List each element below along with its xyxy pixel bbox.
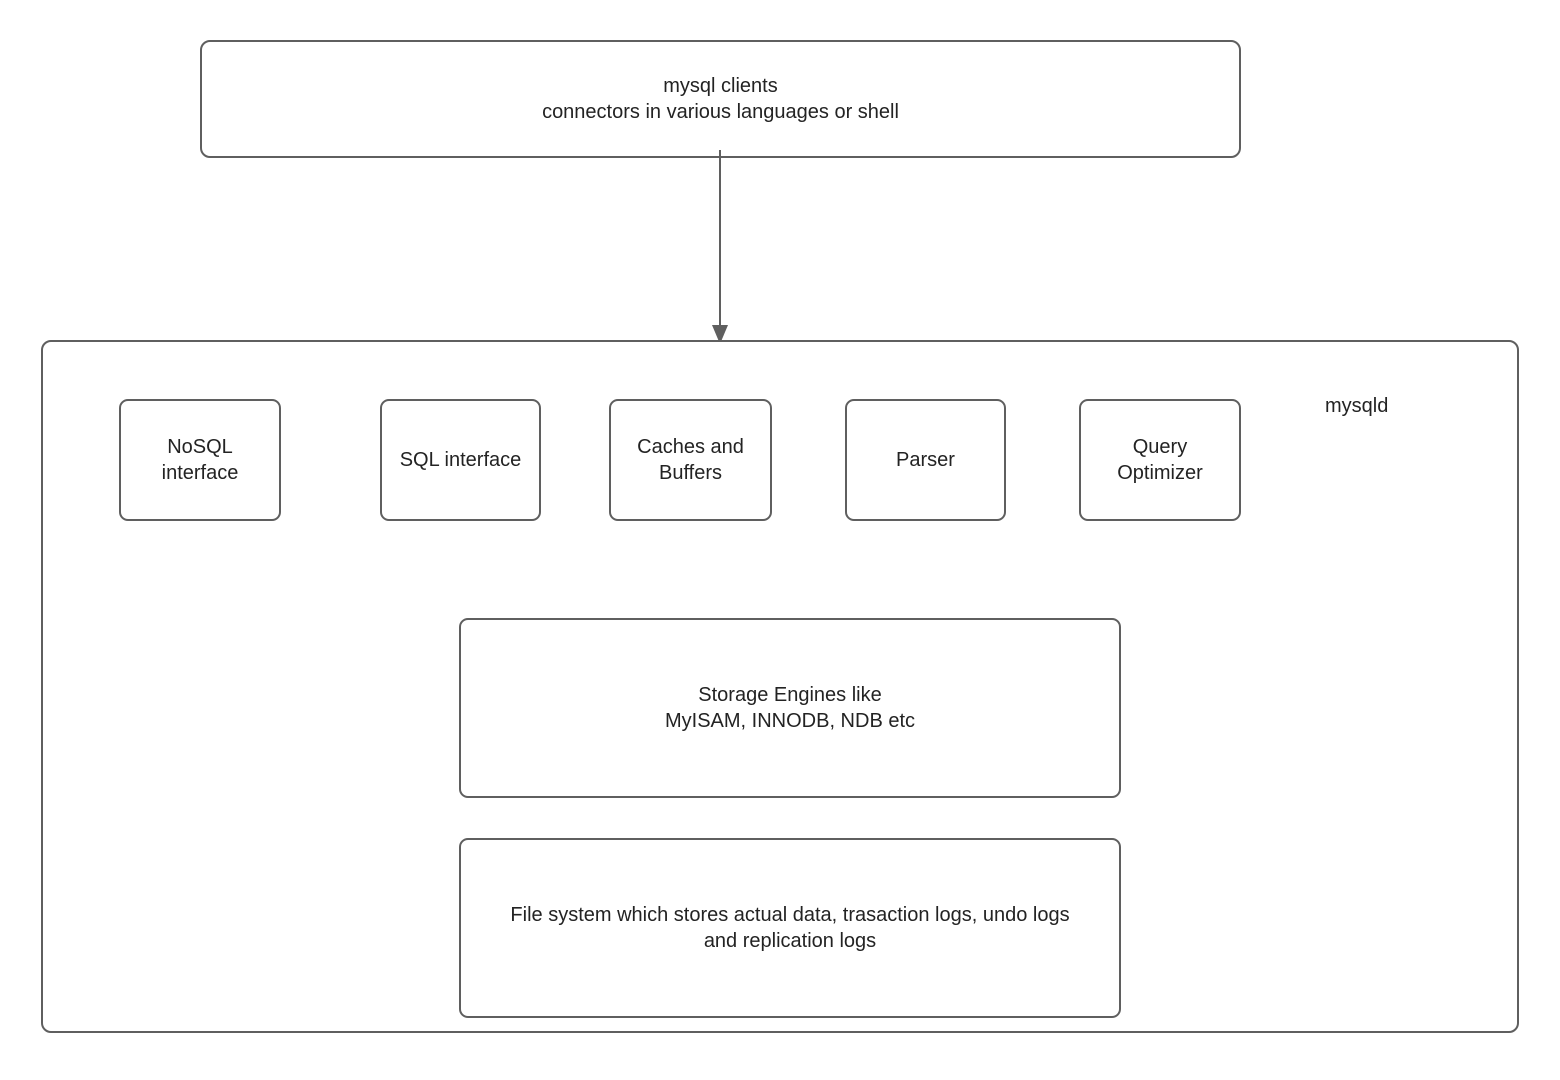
component-nosql-interface[interactable]: NoSQL interface xyxy=(119,399,281,521)
mysqld-label: mysqld xyxy=(1325,395,1389,417)
component-parser[interactable]: Parser xyxy=(845,399,1006,521)
component-query-optimizer[interactable]: Query Optimizer xyxy=(1079,399,1241,521)
component-sql-interface[interactable]: SQL interface xyxy=(380,399,541,521)
storage-engines-box[interactable]: Storage Engines like MyISAM, INNODB, NDB… xyxy=(459,618,1121,798)
mysql-clients-box[interactable]: mysql clients connectors in various lang… xyxy=(200,40,1241,158)
component-caches-and-buffers[interactable]: Caches and Buffers xyxy=(609,399,772,521)
file-system-box[interactable]: File system which stores actual data, tr… xyxy=(459,838,1121,1018)
arrow-clients-to-mysqld-icon xyxy=(712,150,728,344)
